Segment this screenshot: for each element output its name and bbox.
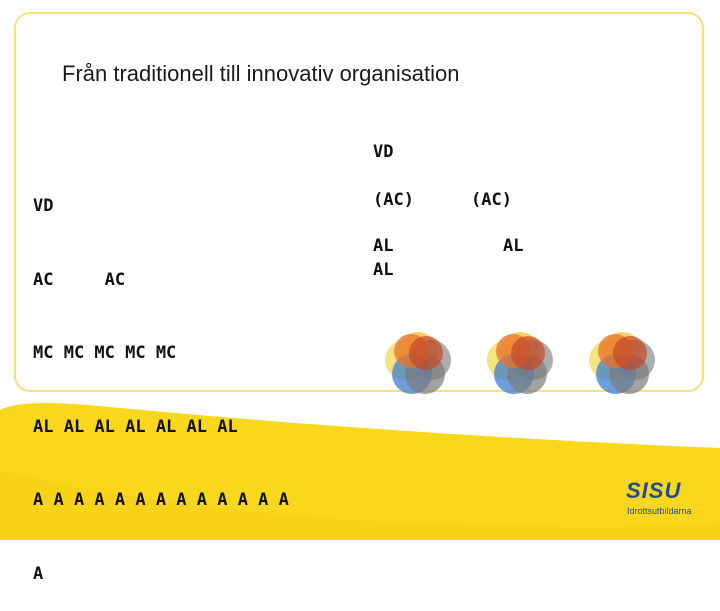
hierarchy-line: VD xyxy=(33,196,54,216)
innovative-ac-left: (AC) xyxy=(373,190,414,210)
hierarchy-line: A xyxy=(33,563,44,584)
innovative-vd: VD xyxy=(373,142,394,162)
yellow-background-band xyxy=(0,403,720,540)
hierarchy-line: A A A A A A A A A A A A A xyxy=(33,490,289,510)
hierarchy-line: AC AC xyxy=(33,269,126,290)
venn-cluster-icon xyxy=(487,332,553,394)
sisu-logo: SISU Idrottsutbildarna xyxy=(626,478,696,518)
slide-title: Från traditionell till innovativ organis… xyxy=(62,61,460,86)
innovative-ac-right: (AC) xyxy=(471,190,512,210)
logo-subtitle: Idrottsutbildarna xyxy=(627,506,692,516)
traditional-hierarchy-list: VD AC AC MC MC MC MC MC AL AL AL AL AL A… xyxy=(33,145,289,611)
venn-cluster-icon xyxy=(589,332,655,394)
hierarchy-line: MC MC MC MC MC xyxy=(33,343,177,363)
venn-cluster-icon xyxy=(385,332,451,394)
innovative-al-3: AL xyxy=(373,260,394,280)
innovative-al-1: AL xyxy=(373,236,394,256)
slide-content-card xyxy=(14,12,704,392)
hierarchy-line: AL AL AL AL AL AL AL xyxy=(33,416,238,437)
logo-word: SISU xyxy=(626,478,682,503)
innovative-al-2: AL xyxy=(503,236,524,256)
